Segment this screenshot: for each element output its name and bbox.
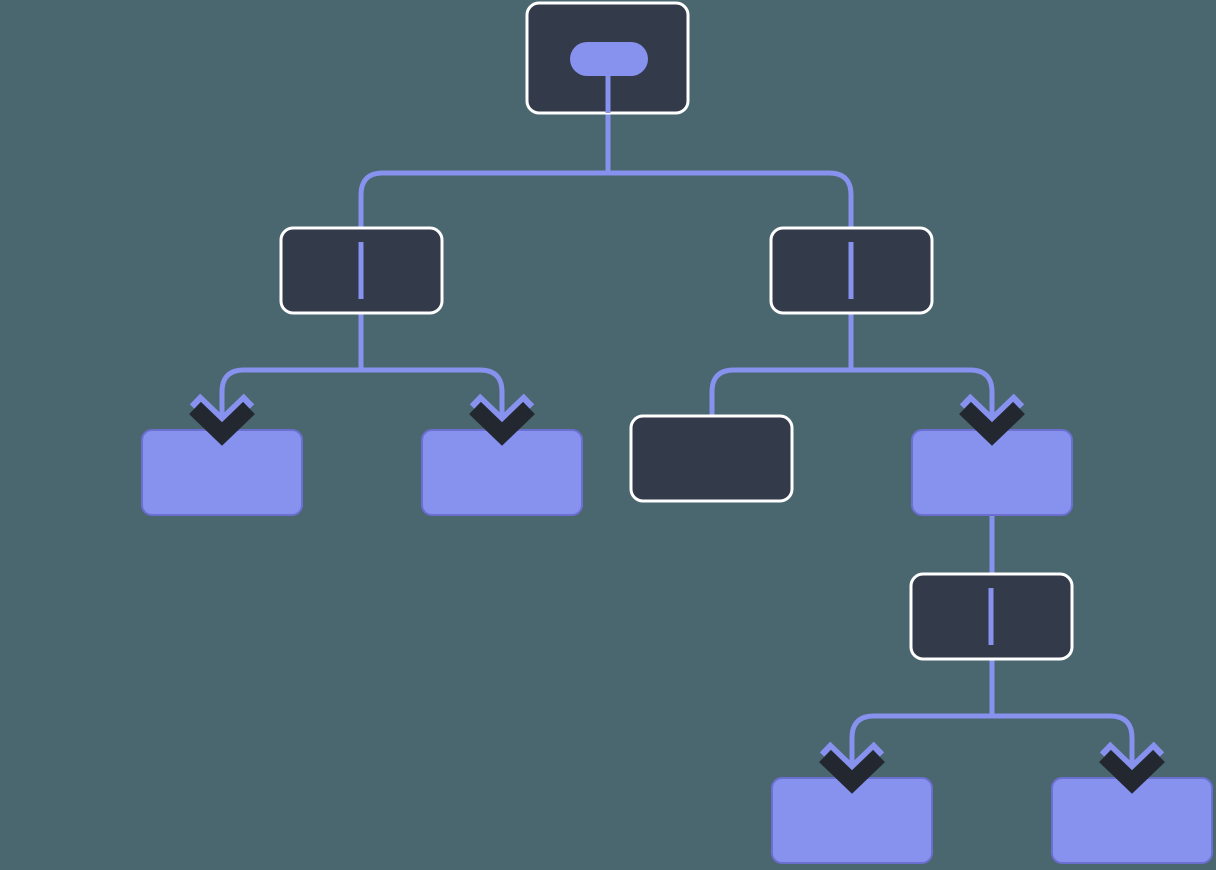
root-node[interactable]	[525, 1, 690, 115]
edge-root-to-right-branch	[605, 113, 854, 228]
empty-node[interactable]	[629, 414, 794, 503]
edge-deep-branch-to-leaf-3	[849, 659, 995, 782]
root-node-pill-indicator	[570, 42, 648, 76]
edge-root-to-left-branch	[358, 113, 611, 228]
edge-left-branch-to-leaf-1	[219, 313, 364, 434]
edge-left-branch-to-leaf-2	[358, 313, 505, 434]
edges-layer	[219, 113, 1135, 782]
arrowhead-intermediate-node	[959, 401, 1025, 446]
edge-deep-branch-to-leaf-4	[989, 659, 1135, 782]
arrowhead-leaf-node-3	[819, 749, 885, 794]
branch-node-deep[interactable]	[909, 572, 1074, 661]
edge-right-branch-to-empty	[709, 313, 854, 416]
arrowheads-layer	[189, 401, 1165, 794]
empty-node-box[interactable]	[629, 414, 794, 503]
nodes-layer	[141, 1, 1213, 864]
branch-node-left[interactable]	[279, 226, 444, 315]
arrowhead-leaf-node-4	[1099, 749, 1165, 794]
arrowhead-leaf-node-1	[189, 401, 255, 446]
edge-right-branch-to-intermediate	[848, 313, 995, 434]
arrowhead-leaf-node-2	[469, 401, 535, 446]
branch-node-right[interactable]	[769, 226, 934, 315]
